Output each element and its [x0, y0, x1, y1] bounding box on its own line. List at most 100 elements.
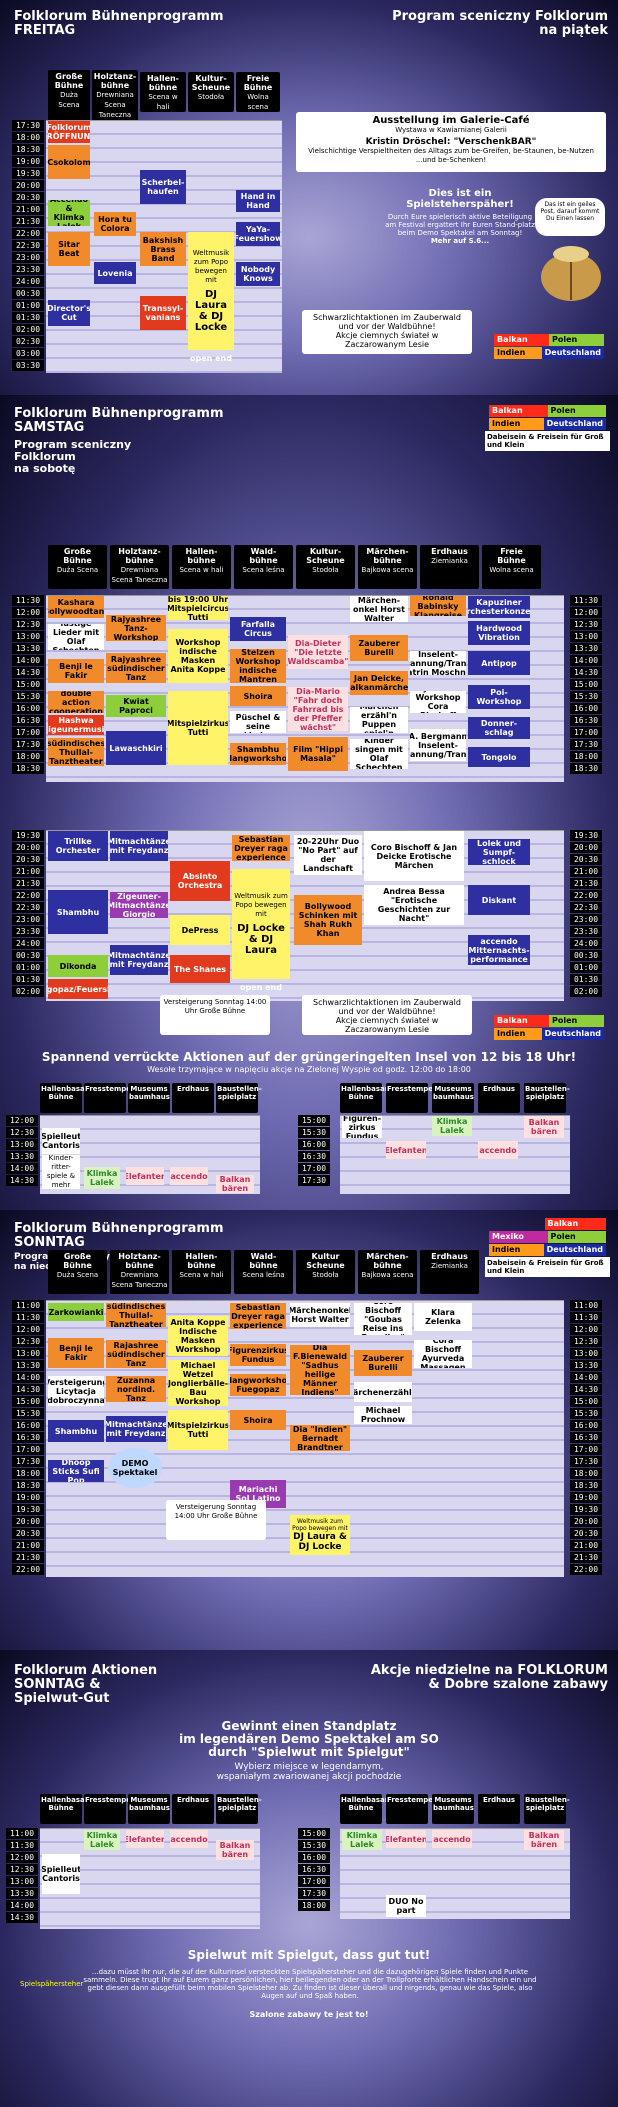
event[interactable]: accendo Mitternachts-performance: [468, 935, 530, 965]
event[interactable]: Elefanten: [126, 1167, 164, 1185]
event[interactable]: Klara Zelenka: [414, 1303, 472, 1331]
event[interactable]: A. Bergmann Inselent-spannung/Trance: [410, 729, 466, 761]
event[interactable]: Klimka Lalek: [342, 1830, 382, 1850]
event[interactable]: Hashwa Zigeunermusik: [48, 715, 104, 735]
event[interactable]: Shambhu: [48, 1420, 104, 1442]
event[interactable]: Hora tu Colora: [94, 212, 136, 236]
event[interactable]: Diskant: [468, 885, 530, 915]
event[interactable]: Kinder singen mit Olaf Schechten: [350, 739, 408, 769]
event[interactable]: Mitmachtänze mit Freydanz: [110, 831, 168, 861]
event[interactable]: Elefanten: [386, 1141, 426, 1159]
event[interactable]: Tongolo: [468, 747, 530, 767]
event[interactable]: Bollywood Schinken mit Shah Rukh Khan: [294, 895, 362, 945]
event[interactable]: Zarkowianki: [48, 1303, 104, 1321]
event[interactable]: Absinto Orchestra: [170, 861, 230, 901]
event[interactable]: Farfalla Circus: [230, 617, 286, 641]
event[interactable]: DUO No part: [386, 1895, 426, 1917]
event[interactable]: Klimka Lalek: [432, 1116, 472, 1136]
event[interactable]: accendo: [170, 1830, 208, 1848]
event[interactable]: Antipop: [468, 651, 530, 675]
event[interactable]: Nobody Knows: [236, 262, 280, 286]
event[interactable]: accendo: [432, 1830, 472, 1848]
event[interactable]: Michael Prochnow: [354, 1406, 412, 1424]
event[interactable]: Cora Bischoff Ayurveda Massagen: [414, 1340, 472, 1368]
event[interactable]: Folklorum ERÖFFNUNG: [48, 121, 90, 143]
event[interactable]: Rajyashree Tanz-Workshop: [106, 615, 166, 641]
event[interactable]: Donner-schlag: [468, 717, 530, 739]
event[interactable]: Figurenzirkus Fundus: [230, 1344, 286, 1366]
event[interactable]: accendo: [478, 1141, 518, 1159]
event[interactable]: Dia F.Bienewald "Sadhus heilige Männer I…: [290, 1345, 350, 1395]
event[interactable]: Workshop indische Masken Anita Koppe: [168, 629, 228, 683]
event[interactable]: Film "Hippi Masala": [288, 737, 348, 771]
event[interactable]: Mitmachtänze mit Freydanz: [106, 1416, 166, 1442]
event[interactable]: The Shanes: [170, 955, 230, 983]
event[interactable]: Mitmachtänze mit Freydanz: [110, 945, 168, 975]
event[interactable]: Bakshish Brass Band: [140, 232, 186, 266]
event[interactable]: Transsyl- vanians: [140, 296, 186, 330]
event[interactable]: Spielleut Cantoris: [42, 1854, 80, 1894]
event[interactable]: Zauberer Burelli: [350, 635, 408, 661]
event[interactable]: Märchenonkel Horst Walter: [290, 1303, 350, 1327]
event[interactable]: Shambhu Klangworkshop: [230, 743, 286, 765]
event[interactable]: Elefanten: [126, 1830, 164, 1848]
event[interactable]: Dia-Dieter "Die letzte Waldscamba": [288, 635, 348, 669]
event[interactable]: lustige Lieder mit Olaf Schechten: [48, 624, 104, 650]
event[interactable]: Klangworkshop Fuegopaz: [230, 1374, 286, 1396]
event[interactable]: Spielleut Cantoris: [42, 1128, 80, 1154]
event[interactable]: bis 19:00 Uhr Mitspielcircus Tutti: [168, 596, 228, 620]
event[interactable]: Scherbel- haufen: [140, 170, 186, 204]
event[interactable]: Elefanten: [386, 1830, 426, 1848]
event[interactable]: Poi-Workshop: [468, 685, 530, 709]
event[interactable]: Zauberer Burelli: [354, 1350, 412, 1376]
event[interactable]: Balkan bären: [216, 1840, 254, 1860]
event[interactable]: Sebastian Dreyer raga experience: [232, 835, 290, 861]
event[interactable]: Dia "Indien" Bernadt Brandtner: [290, 1425, 350, 1451]
event[interactable]: Kinder-ritter-spiele & mehr: [42, 1155, 80, 1189]
event[interactable]: Rainer Püschel & seine Lieder: [230, 711, 286, 733]
event[interactable]: Zuzanna nordind. Tanz: [106, 1376, 166, 1402]
event[interactable]: Lolek und Sumpf-schlock: [468, 839, 530, 865]
event[interactable]: Klimka Lalek: [84, 1830, 120, 1850]
event[interactable]: Mitspielzirkus Tutti: [168, 691, 228, 765]
event[interactable]: Märchen erzähl'n Puppen spiel'n: [350, 707, 408, 733]
event[interactable]: Trillke Orchester: [48, 831, 108, 861]
event[interactable]: Dhoop Sticks Sufi Pop: [48, 1460, 104, 1482]
event[interactable]: Mitspielzirkus Tutti: [168, 1410, 228, 1450]
event[interactable]: Figuren-zirkus Fundus: [342, 1116, 382, 1138]
event[interactable]: Coro Bischoff "Goubas Reise ins Paradies…: [354, 1303, 412, 1335]
event[interactable]: Märchen-onkel Horst Walter: [350, 596, 408, 622]
event[interactable]: Benji le Fakir: [48, 1338, 104, 1368]
event[interactable]: double action cooperation: [48, 691, 104, 713]
event[interactable]: Lovenia: [94, 262, 136, 284]
event[interactable]: Sebastian Dreyer raga experience: [230, 1303, 286, 1329]
event[interactable]: Balkan bären: [524, 1830, 564, 1850]
event[interactable]: 20-22Uhr Duo "No Part" auf der Landschaf…: [294, 835, 362, 875]
event[interactable]: Kashara Bollywoodtanz: [48, 596, 104, 618]
event[interactable]: Shoira: [230, 1410, 286, 1430]
event[interactable]: Jan Deicke, Balkanmärchen: [350, 671, 408, 695]
event[interactable]: Balkan bären: [524, 1116, 564, 1138]
event[interactable]: Fuegopaz/Feuershow: [48, 979, 108, 999]
event[interactable]: Inselent-spannung/Trance Katrin Moschner: [410, 651, 466, 675]
event[interactable]: Benji le Fakir: [48, 659, 104, 683]
event[interactable]: Michael Wetzel Jonglierbälle-Bau Worksho…: [168, 1360, 228, 1406]
event[interactable]: Ronald Babinsky Klangreise: [410, 596, 466, 616]
event[interactable]: Andrea Bessa "Erotische Geschichten zur …: [364, 885, 464, 925]
event[interactable]: Hardwood Vibration: [468, 621, 530, 645]
event[interactable]: DePress: [170, 915, 230, 945]
event[interactable]: südindisches Thullal-Tanztheater: [106, 1303, 166, 1327]
event[interactable]: Ayurveda Workshop Cora Bischoff: [410, 691, 466, 713]
event[interactable]: accendo: [170, 1167, 208, 1185]
event[interactable]: Hand in Hand: [236, 190, 280, 212]
event[interactable]: Shambhu: [48, 890, 108, 934]
event[interactable]: südindisches Thullal-Tanztheater: [48, 738, 104, 766]
event[interactable]: Kwiat Paproci: [106, 695, 166, 717]
event[interactable]: Stelzen Workshop indische Mantren: [230, 649, 286, 683]
event[interactable]: Dikonda: [48, 955, 108, 977]
event[interactable]: YaYa- Feuershow: [236, 222, 280, 246]
event[interactable]: Lawaschkiri: [106, 731, 166, 765]
